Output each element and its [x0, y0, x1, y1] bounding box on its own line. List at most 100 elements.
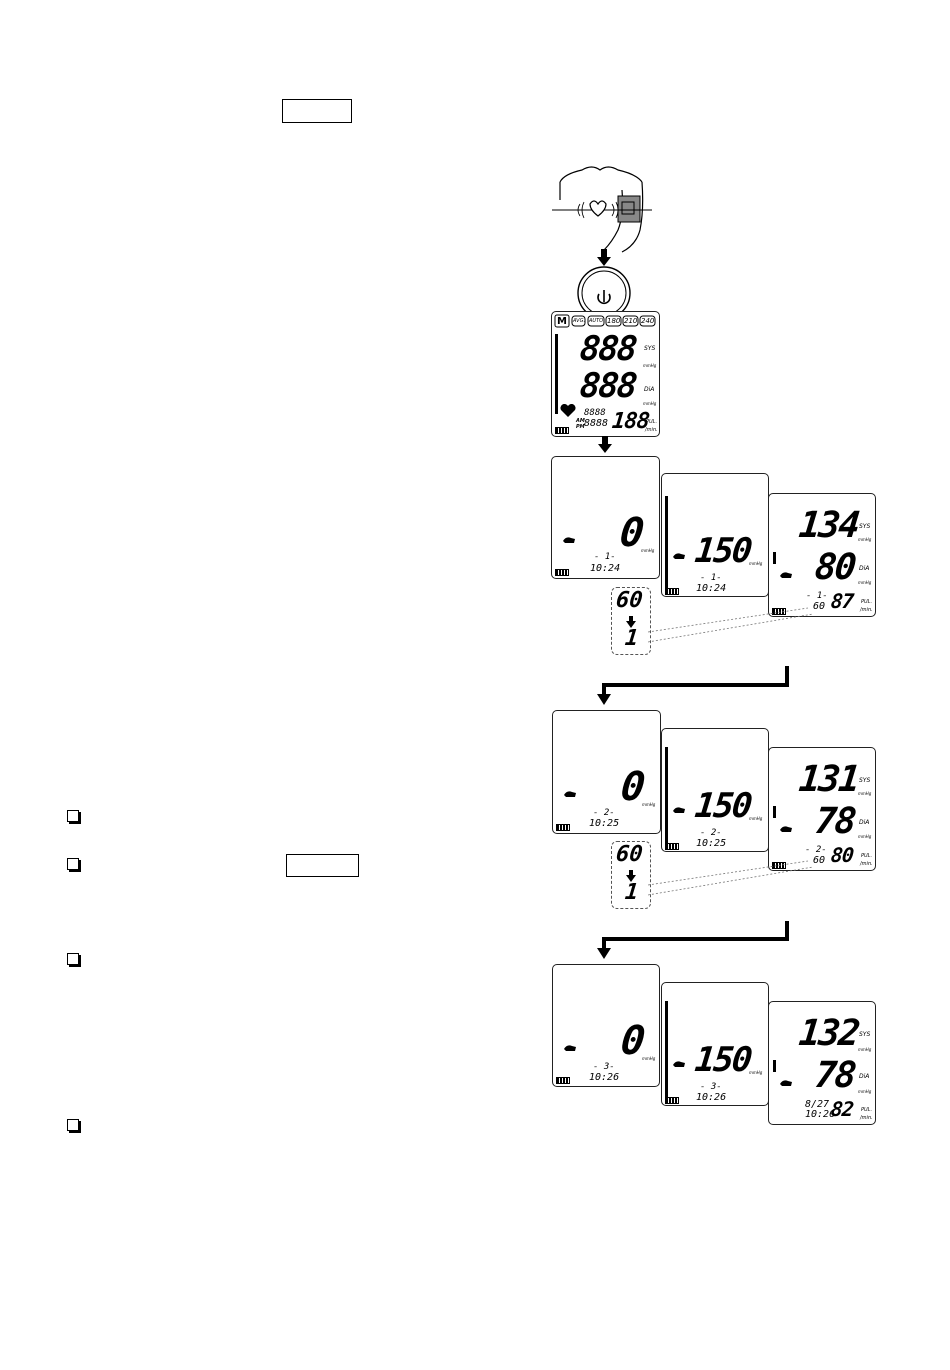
zero-counter: - 1- — [594, 552, 616, 562]
lcd-bargraph — [555, 334, 558, 414]
lcd-bargraph — [665, 747, 668, 843]
lcd-inflate-screen-1: 150 mmHg - 1- 10:24 — [661, 473, 769, 597]
cuff-icon — [564, 791, 576, 797]
inflate-time: 10:24 — [696, 583, 727, 594]
lcd-sys-digits: 888 — [577, 329, 638, 369]
zero-value: 0 — [617, 510, 647, 556]
lcd-label-auto: AUTO — [589, 318, 604, 324]
lcd-label-m: M — [557, 316, 567, 327]
cuff-icon — [673, 807, 685, 813]
result-date: 8/27 — [805, 1099, 830, 1110]
lcd-zero-screen-3: 0 mmHg - 3- 10:26 — [552, 964, 660, 1087]
inflate-unit: mmHg — [749, 1070, 763, 1075]
lcd-mmhg-1: mmHg — [643, 363, 657, 368]
zero-unit: mmHg — [642, 1056, 656, 1061]
lcd-label-240: 240 — [641, 317, 655, 325]
inflate-counter: - 3- — [700, 1082, 722, 1092]
inflate-time: 10:26 — [696, 1092, 727, 1103]
inflate-counter: - 1- — [700, 573, 722, 583]
result-dia-label: DiA — [859, 819, 870, 826]
countdown-from: 60 — [614, 588, 644, 613]
checkbox-4[interactable] — [67, 1119, 79, 1131]
inflate-time: 10:25 — [696, 838, 727, 849]
zoom-leader-lines-2 — [648, 860, 814, 896]
lcd-label-180: 180 — [607, 317, 621, 325]
result-pulse: 80 — [829, 843, 855, 867]
inflate-unit: mmHg — [749, 816, 763, 821]
lcd-sys-label: SYS — [644, 345, 656, 352]
cuff-icon — [673, 1061, 685, 1067]
lcd-label-210: 210 — [624, 317, 638, 325]
result-min-label: /min. — [860, 607, 873, 613]
inflate-unit: mmHg — [749, 561, 763, 566]
inflate-value: 150 — [692, 1040, 753, 1080]
cuff-icon — [780, 1080, 792, 1086]
arrow-down-icon — [598, 436, 612, 453]
zero-unit: mmHg — [642, 802, 656, 807]
label-box-top — [282, 99, 352, 123]
lcd-min-label: /min. — [645, 427, 658, 433]
zero-value: 0 — [618, 1018, 648, 1064]
result-mmhg-1: mmHg — [858, 791, 872, 796]
lcd-bargraph — [665, 496, 668, 588]
checkbox-2[interactable] — [67, 858, 79, 870]
result-dia: 80 — [812, 547, 857, 588]
result-sys-label: SYS — [859, 523, 871, 530]
connector-line — [602, 937, 606, 951]
inflate-value: 150 — [692, 786, 753, 826]
lcd-dia-digits: 888 — [577, 366, 638, 406]
result-dia-label: DiA — [859, 565, 870, 572]
cuff-icon — [780, 826, 792, 832]
inflate-counter: - 2- — [700, 828, 722, 838]
checkbox-1[interactable] — [67, 810, 79, 822]
zero-counter: - 3- — [593, 1062, 615, 1072]
zero-time: 10:24 — [590, 563, 621, 574]
lcd-result-screen-2: 131 SYS mmHg 78 DiA mmHg - 2- 60 80 PUL.… — [768, 747, 876, 871]
battery-icon — [555, 427, 569, 434]
zero-time: 10:25 — [589, 818, 620, 829]
lcd-result-screen-3: 132 SYS mmHg 78 DiA mmHg 8/27 10:26 82 P… — [768, 1001, 876, 1125]
lcd-zero-screen-2: 0 mmHg - 2- 10:25 — [552, 710, 661, 834]
result-counter: - 1- — [806, 591, 828, 601]
result-mmhg-1: mmHg — [858, 537, 872, 542]
lcd-date-bottom: 8888 — [584, 418, 609, 429]
label-box-middle — [286, 854, 359, 877]
result-pul-label: PUL. — [861, 853, 873, 859]
lcd-mmhg-2: mmHg — [643, 401, 657, 406]
countdown-from: 60 — [614, 842, 644, 867]
connector-line — [785, 666, 789, 686]
result-counter: - 2- — [805, 845, 827, 855]
lcd-result-screen-1: 134 SYS mmHg 80 DiA mmHg - 1- 60 87 PUL.… — [768, 493, 876, 617]
result-dia-label: DiA — [859, 1073, 870, 1080]
connector-line — [602, 683, 606, 697]
result-sub: 60 — [813, 855, 826, 866]
person-cuff-illustration — [552, 166, 652, 253]
lcd-bargraph — [773, 1060, 776, 1072]
result-sys: 132 — [796, 1013, 861, 1054]
lcd-zero-screen-1: 0 mmHg - 1- 10:24 — [551, 456, 660, 579]
cuff-icon — [564, 1045, 576, 1051]
countdown-to: 1 — [623, 880, 640, 905]
lcd-bargraph — [665, 1001, 668, 1097]
result-dia: 78 — [812, 1055, 857, 1096]
result-min-label: /min. — [860, 861, 873, 867]
lcd-full-test-screen: M AVG. AUTO 180 210 240 888 SYS mmHg 888… — [551, 311, 660, 437]
cuff-icon — [673, 553, 685, 559]
inflate-value: 150 — [692, 531, 753, 571]
arrow-down-icon — [597, 948, 611, 959]
zero-counter: - 2- — [593, 808, 615, 818]
battery-icon — [556, 1077, 570, 1084]
arrow-down-icon — [597, 694, 611, 705]
zero-value: 0 — [618, 764, 648, 810]
countdown-zoom-1: 60 1 — [611, 587, 651, 655]
result-mmhg-1: mmHg — [858, 1047, 872, 1052]
result-sys-label: SYS — [859, 1031, 871, 1038]
arrow-down-icon — [626, 616, 636, 628]
lcd-inflate-screen-3: 150 mmHg - 3- 10:26 — [661, 982, 769, 1106]
result-sub: 60 — [813, 601, 826, 612]
battery-icon — [556, 824, 570, 831]
result-time: 10:26 — [805, 1109, 836, 1120]
result-sys-label: SYS — [859, 777, 871, 784]
checkbox-3[interactable] — [67, 953, 79, 965]
countdown-zoom-2: 60 1 — [611, 841, 651, 909]
